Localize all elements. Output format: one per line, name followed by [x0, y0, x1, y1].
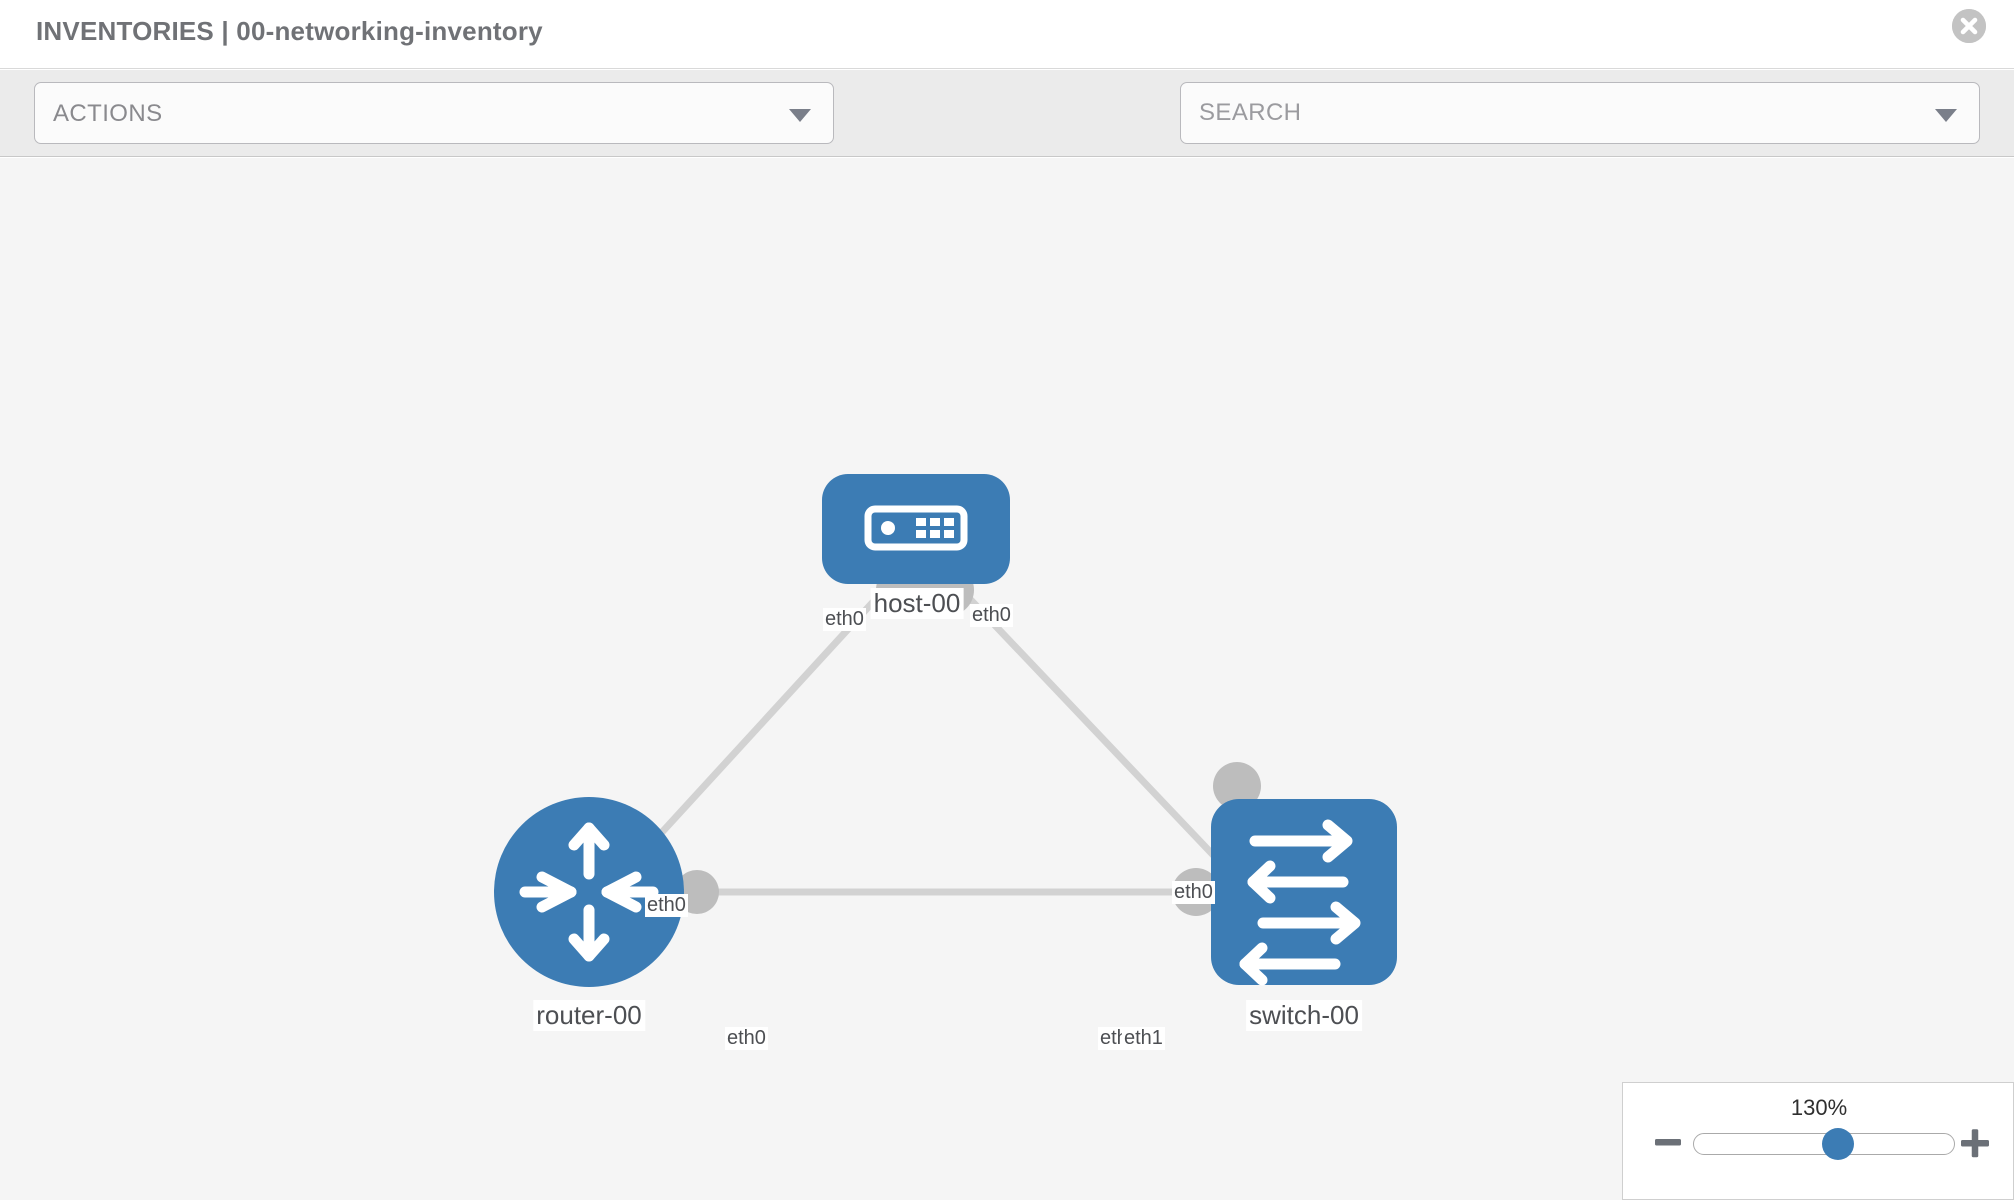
connector-switch00-top — [1213, 762, 1261, 810]
search-input[interactable] — [1199, 83, 1919, 143]
close-icon[interactable] — [1952, 9, 1986, 43]
zoom-slider-handle[interactable] — [1821, 1128, 1854, 1160]
topology-links — [617, 575, 1240, 896]
zoom-level-label: 130% — [1790, 1095, 1848, 1120]
node-router-00[interactable] — [494, 797, 684, 987]
iface-label: eth0 — [1172, 881, 1215, 904]
iface-label: eth0 — [645, 894, 688, 917]
node-switch-00[interactable] — [1211, 799, 1397, 986]
actions-dropdown-label: ACTIONS — [53, 100, 163, 127]
topology-connectors — [675, 564, 1261, 916]
chevron-down-icon — [789, 109, 811, 122]
iface-label: eth0 — [970, 604, 1013, 627]
actions-dropdown[interactable]: ACTIONS — [34, 82, 834, 144]
iface-label: eth1 — [1122, 1027, 1165, 1050]
iface-label: eth0 — [823, 608, 866, 631]
zoom-slider[interactable] — [1693, 1128, 1955, 1160]
minus-icon[interactable] — [1653, 1127, 1683, 1157]
toolbar: ACTIONS — [0, 70, 2014, 200]
node-label-switch-00: switch-00 — [1246, 1000, 1362, 1031]
node-label-host-00: host-00 — [870, 588, 964, 619]
window-header: INVENTORIES | 00-networking-inventory — [0, 0, 2014, 69]
link-host00-switch00 — [947, 575, 1238, 881]
node-host-00[interactable] — [822, 474, 1010, 584]
node-label-router-00: router-00 — [533, 1000, 645, 1031]
plus-icon[interactable] — [1959, 1127, 1991, 1159]
chevron-down-icon[interactable] — [1935, 109, 1957, 122]
page-title: INVENTORIES | 00-networking-inventory — [36, 16, 543, 46]
zoom-control-panel: 130% — [1622, 1082, 2014, 1200]
search-box[interactable] — [1180, 82, 1980, 144]
topology-canvas[interactable]: host-00 router-00 switch-00 eth0 eth0 et… — [0, 158, 2014, 1200]
topology-graph — [494, 474, 1397, 987]
iface-label: eth0 — [725, 1027, 768, 1050]
